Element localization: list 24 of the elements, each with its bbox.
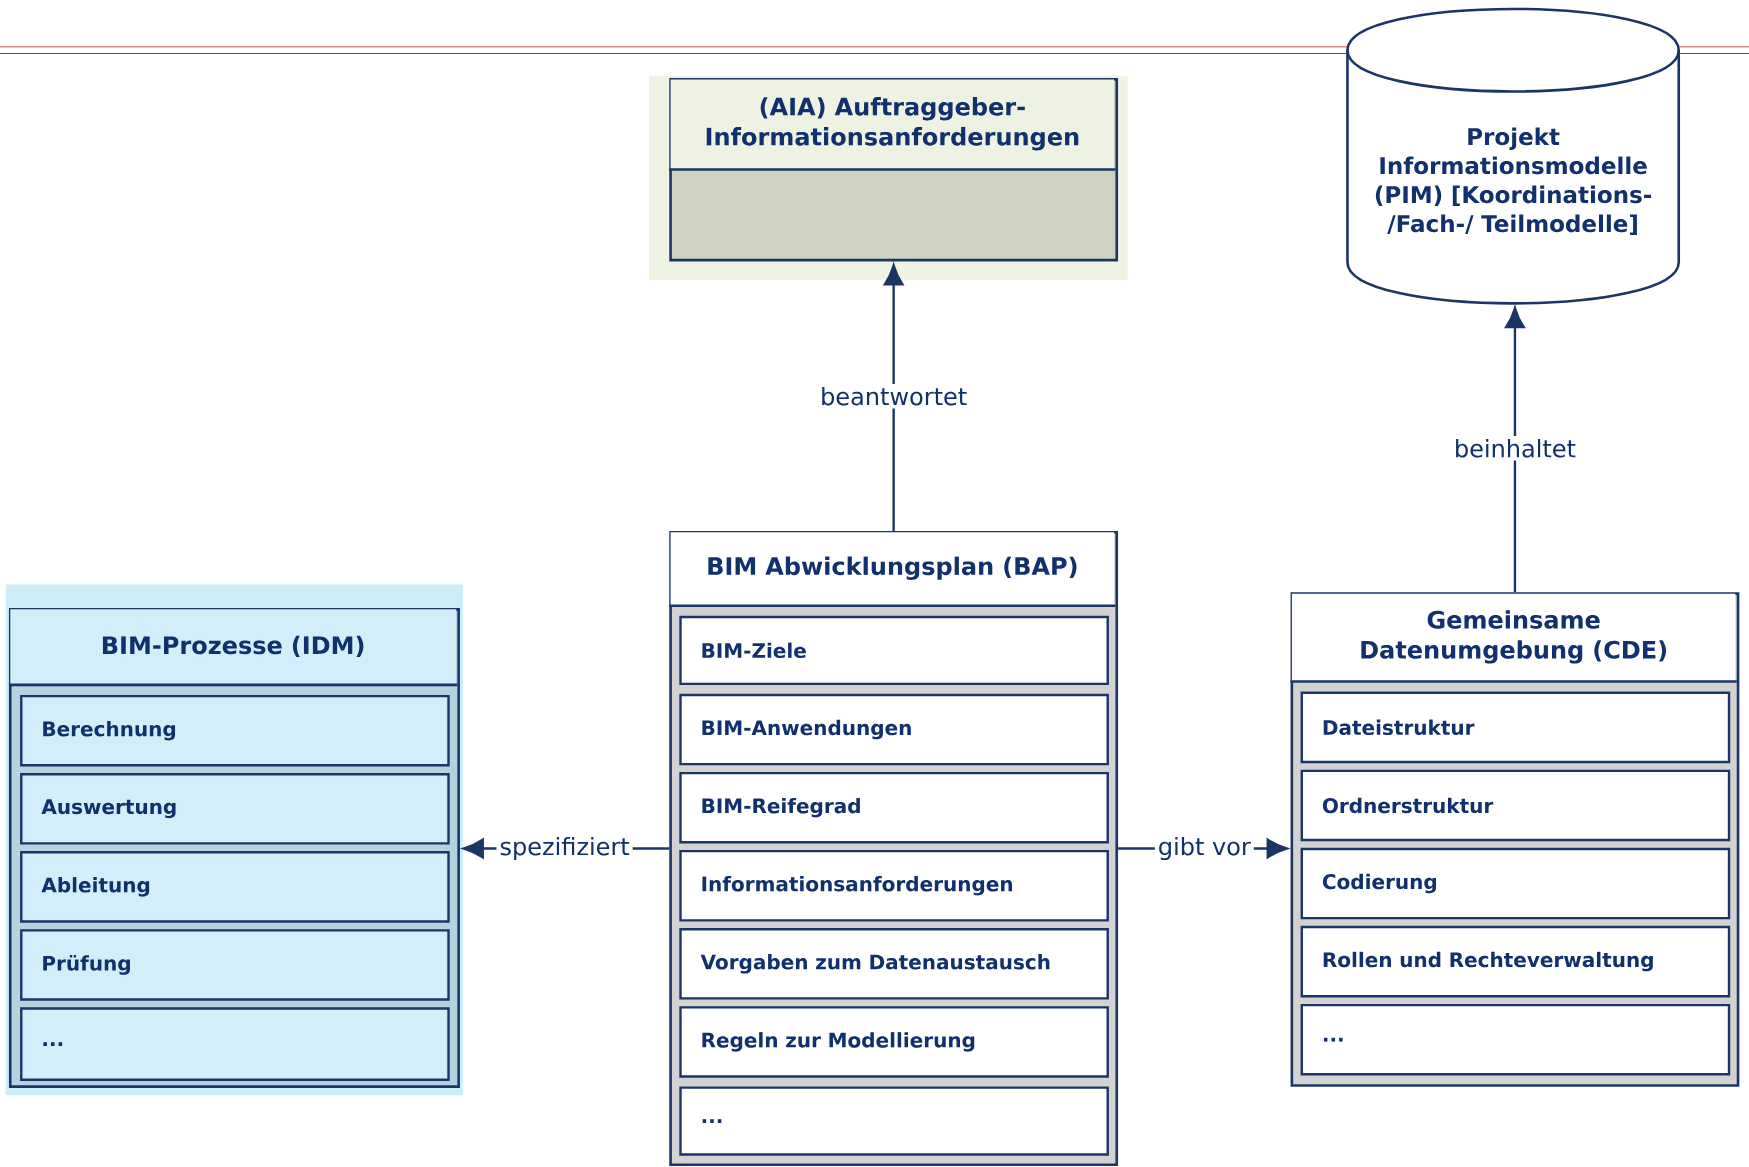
arrow bbox=[1505, 307, 1525, 593]
list-item: Regeln zur Modellierung bbox=[679, 1006, 1109, 1078]
list-item: Dateistruktur bbox=[1300, 691, 1731, 764]
edge-label: spezifiziert bbox=[496, 834, 633, 864]
database-cylinder: Projekt Informationsmodelle (PIM) [Koordinations-/Fach-/ Teilmodelle] bbox=[1346, 7, 1681, 305]
list-item: Auswertung bbox=[20, 773, 450, 845]
edge-label: beantwortet bbox=[817, 384, 971, 409]
edge-label: beinhaltet bbox=[1450, 436, 1579, 461]
list-item: Berechnung bbox=[20, 695, 450, 767]
list-item: ... bbox=[1300, 1004, 1731, 1076]
list-item: Ordnerstruktur bbox=[1300, 769, 1731, 842]
list-item: Prüfung bbox=[20, 929, 450, 1001]
list-item: Rollen und Rechteverwaltung bbox=[1300, 925, 1731, 998]
list-item: Codierung bbox=[1300, 847, 1731, 920]
list-item: Informationsanforderungen bbox=[679, 850, 1109, 922]
list-item: BIM-Ziele bbox=[679, 615, 1109, 686]
list-item: BIM-Anwendungen bbox=[679, 693, 1109, 766]
list-item: ... bbox=[679, 1086, 1109, 1156]
list-item: Vorgaben zum Datenaustausch bbox=[679, 928, 1109, 1000]
list-item: ... bbox=[20, 1007, 450, 1082]
arrow bbox=[883, 264, 904, 532]
list-item: BIM-Reifegrad bbox=[679, 772, 1109, 844]
list-panel: (AIA) Auftraggeber-Informationsanforderungen bbox=[669, 78, 1119, 262]
list-item: Ableitung bbox=[20, 851, 450, 923]
